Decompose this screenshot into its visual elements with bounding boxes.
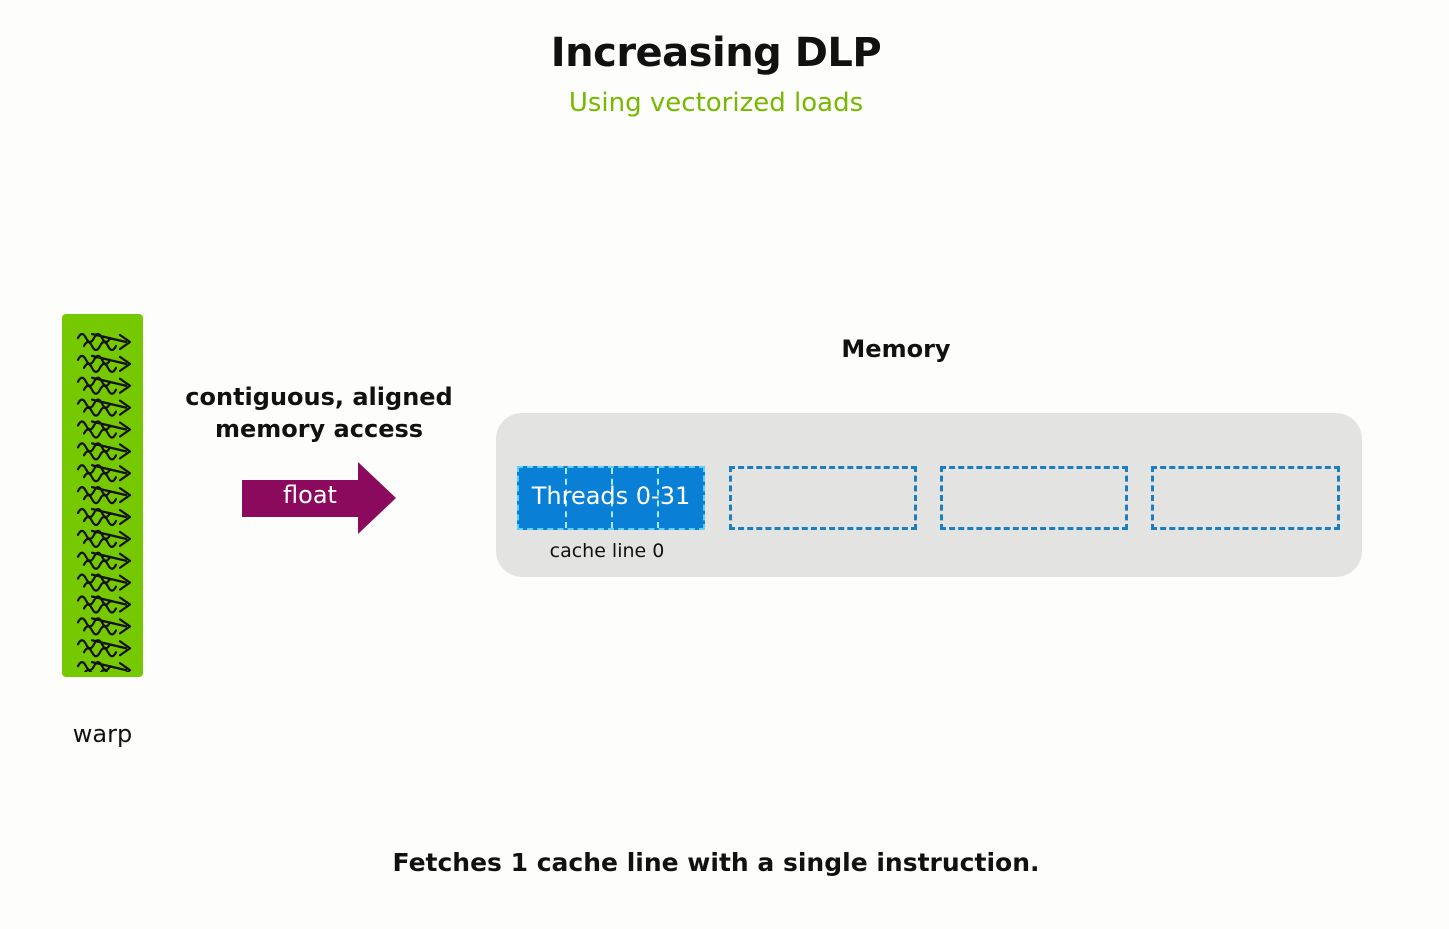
footer-caption: Fetches 1 cache line with a single instr… [392,848,1040,877]
thread-icon [76,507,132,527]
warp-threads [76,332,132,672]
data-type-label: float [283,481,337,509]
slide-subtitle: Using vectorized loads [568,88,864,118]
thread-icon [76,617,132,636]
thread-icon [76,398,132,417]
thread-segment-divider [565,468,567,528]
thread-icon [76,420,132,439]
thread-icon [76,595,132,614]
thread-icon [76,639,132,658]
cache-line-0: Threads 0-31 [517,466,705,530]
access-pattern-label: contiguous, aligned memory access [185,383,453,443]
thread-icon [76,529,132,548]
cache-line-2 [940,466,1128,530]
thread-icon [76,661,132,672]
cache-line-0-threads: Threads 0-31 [531,482,691,510]
thread-segment-divider [657,468,659,528]
thread-icon [76,354,132,373]
thread-icon [76,442,132,461]
cache-line-1 [729,466,917,530]
thread-icon [76,551,132,570]
thread-icon [76,573,132,592]
float-arrow-icon [242,462,396,534]
thread-icon [76,486,132,505]
warp-label: warp [72,720,133,748]
cache-line-label: cache line 0 [549,540,665,562]
thread-segment-divider [611,468,613,528]
thread-icon [76,332,132,352]
thread-icon [76,464,132,483]
slide-title: Increasing DLP [550,30,882,76]
thread-icon [76,376,132,395]
memory-title: Memory [841,335,951,363]
cache-line-3 [1151,466,1340,530]
arrow-shape [242,462,396,534]
